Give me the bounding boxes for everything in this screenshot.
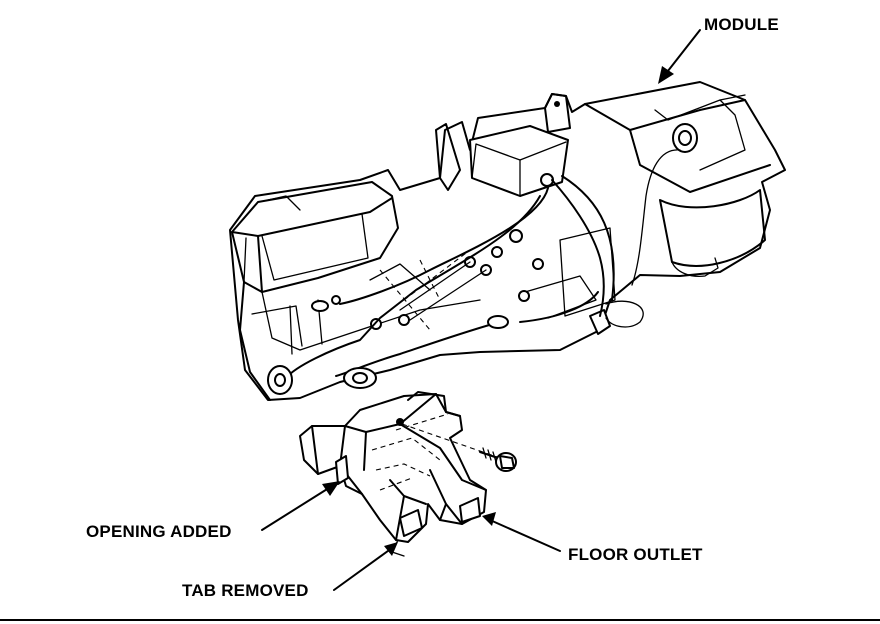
vacuum-lines	[267, 175, 615, 395]
opening-added-label: OPENING ADDED	[86, 522, 232, 541]
floor-outlet-label: FLOOR OUTLET	[568, 545, 703, 564]
tab-removed-label: TAB REMOVED	[182, 581, 309, 600]
callout-arrows	[261, 29, 701, 591]
module-housing	[229, 81, 786, 401]
screw-fastener	[401, 423, 517, 472]
module-label: MODULE	[704, 15, 779, 34]
floor-outlet-duct	[299, 391, 487, 557]
